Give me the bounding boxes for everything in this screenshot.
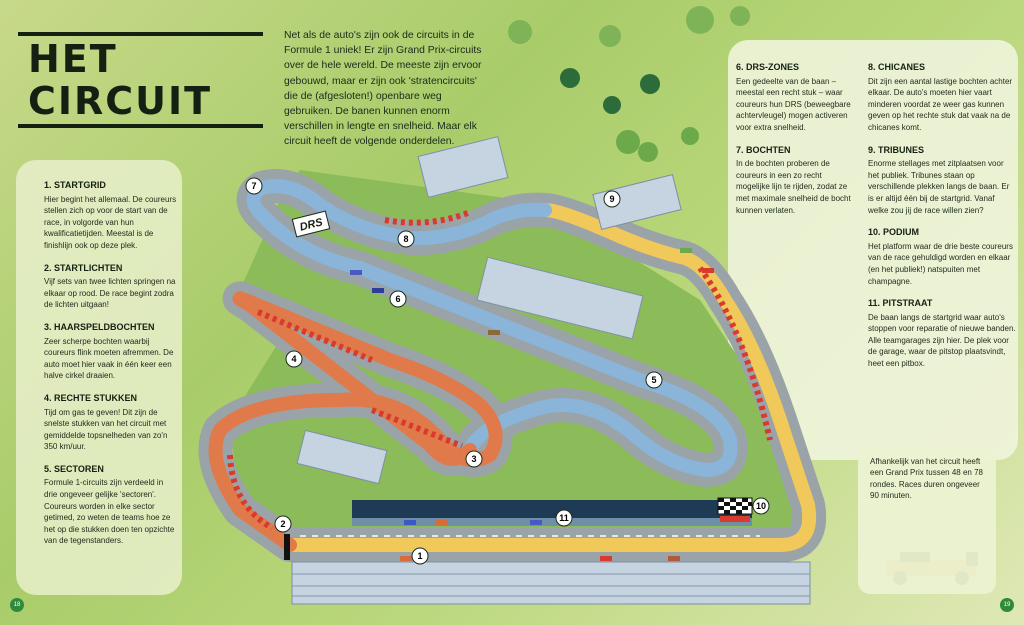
marker-3: 3: [465, 450, 483, 468]
marker-11: 11: [555, 509, 573, 527]
intro-text: Net als de auto's zijn ook de circuits i…: [284, 30, 482, 148]
svg-text:4: 4: [291, 354, 296, 364]
svg-text:2: 2: [280, 519, 285, 529]
marker-6: 6: [389, 290, 407, 308]
grandstand: [291, 136, 811, 605]
title-rule-bottom: [18, 124, 263, 128]
drs-label: DRS: [299, 216, 325, 233]
pit-garages: [352, 518, 752, 526]
pit-building: [352, 500, 752, 518]
marker-7: 7: [245, 177, 263, 195]
race-car-icon: [350, 248, 714, 561]
marker-8: 8: [397, 230, 415, 248]
marker-4: 4: [285, 350, 303, 368]
kerbs: [227, 209, 773, 531]
svg-text:6: 6: [395, 294, 400, 304]
marker-9: 9: [603, 190, 621, 208]
marker-2: 2: [274, 515, 292, 533]
left-info-panel: [16, 160, 182, 595]
page-number-right: 19: [1000, 598, 1014, 612]
svg-text:3: 3: [471, 454, 476, 464]
svg-text:5: 5: [651, 375, 656, 385]
title-block: HET CIRCUIT: [18, 30, 263, 130]
svg-text:9: 9: [609, 194, 614, 204]
svg-text:1: 1: [417, 551, 422, 561]
marker-1: 1: [411, 547, 429, 565]
marker-10: 10: [752, 497, 770, 515]
map-markers: 1 2 3 4 5 6 7 8 9 10 11: [245, 177, 770, 565]
svg-text:11: 11: [559, 513, 569, 523]
drs-sign: DRS: [291, 210, 331, 238]
sector-yellow: [283, 203, 817, 552]
page-title: HET CIRCUIT: [28, 37, 213, 123]
svg-text:7: 7: [251, 181, 256, 191]
podium-flag-icon: [717, 497, 753, 522]
title-rule-top: [18, 32, 263, 36]
grandstand-seats: [292, 573, 810, 597]
svg-text:10: 10: [756, 501, 766, 511]
note-text: Afhankelijk van het circuit heeft een Gr…: [870, 457, 983, 501]
page-number-left: 18: [10, 598, 24, 612]
svg-text:8: 8: [403, 234, 408, 244]
marker-5: 5: [645, 371, 663, 389]
race-length-note: Afhankelijk van het circuit heeft een Gr…: [858, 446, 996, 594]
start-line: [284, 534, 290, 560]
